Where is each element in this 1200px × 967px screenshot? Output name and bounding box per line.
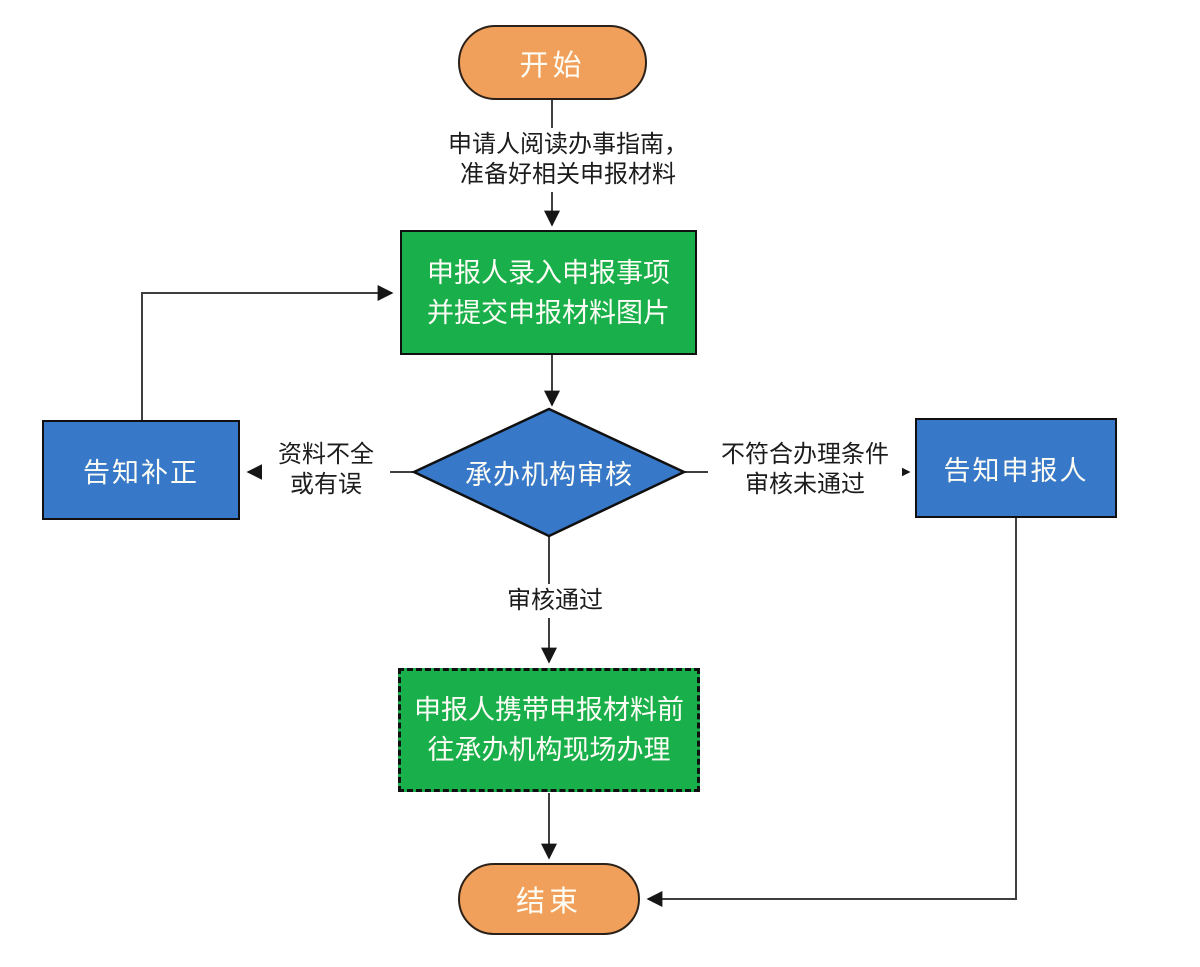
notify-applicant-label: 告知申报人 <box>943 455 1089 486</box>
start-terminator: 开始 <box>458 25 647 100</box>
review-label: 承办机构审核 <box>465 459 633 490</box>
end-terminator: 结束 <box>458 863 640 935</box>
edge-label-prepare-line2: 准备好相关申报材料 <box>460 161 676 188</box>
end-label: 结束 <box>515 886 582 918</box>
review-decision-label-box: 承办机构审核 <box>429 444 669 500</box>
onsite-line1: 申报人携带申报材料前 <box>414 695 684 725</box>
edge-label-approved: 审核通过 <box>495 584 615 618</box>
edge-label-approved-text: 审核通过 <box>507 587 603 614</box>
edge-label-incomplete-line2: 或有误 <box>290 471 362 498</box>
notify-correction-box: 告知补正 <box>42 420 240 520</box>
edge-label-rejected: 不符合办理条件 审核未通过 <box>708 438 902 502</box>
submit-line1: 申报人录入申报事项 <box>427 257 670 288</box>
submit-process-box: 申报人录入申报事项 并提交申报材料图片 <box>400 230 697 355</box>
onsite-line2: 往承办机构现场办理 <box>427 735 671 765</box>
start-label: 开始 <box>519 49 586 82</box>
connector-correction-to-submit <box>141 285 394 420</box>
onsite-process-box: 申报人携带申报材料前 往承办机构现场办理 <box>398 668 700 792</box>
notify-applicant-box: 告知申报人 <box>915 418 1117 518</box>
edge-label-incomplete: 资料不全 或有误 <box>262 438 390 502</box>
connector-applicant-to-end <box>646 518 1017 907</box>
edge-label-prepare-line1: 申请人阅读办事指南， <box>448 131 688 158</box>
notify-correction-label: 告知补正 <box>83 457 199 488</box>
edge-label-incomplete-line1: 资料不全 <box>278 441 374 468</box>
edge-label-rejected-line1: 不符合办理条件 <box>721 441 889 468</box>
submit-line2: 并提交申报材料图片 <box>427 297 670 328</box>
decision-diamond <box>411 407 687 538</box>
edge-label-rejected-line2: 审核未通过 <box>745 471 865 498</box>
edge-label-prepare: 申请人阅读办事指南， 准备好相关申报材料 <box>425 128 711 192</box>
